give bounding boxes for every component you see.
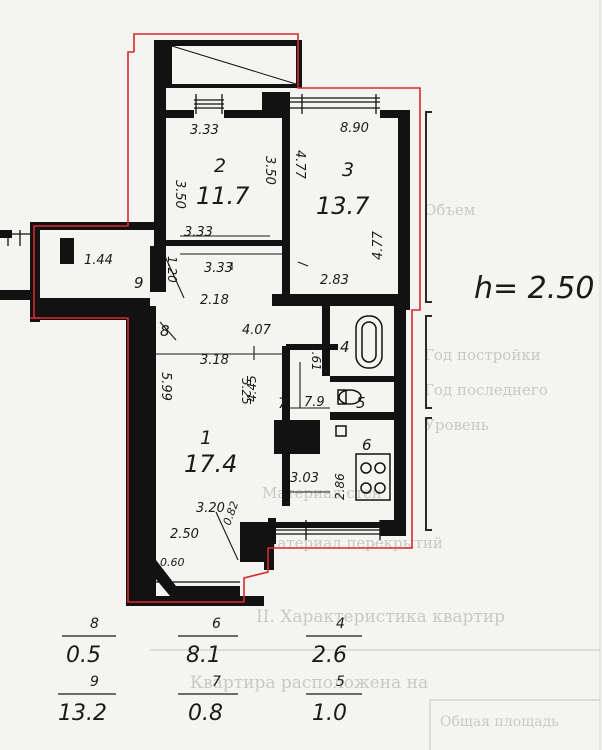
dimension-label: 0.60 (160, 556, 185, 569)
legend-room-area: 1.0 (312, 701, 347, 726)
dimension-label: 3.50 (262, 156, 277, 185)
legend-item: 5 1.0 (306, 674, 362, 726)
bg-text-year-last: Год последнего (424, 381, 548, 399)
background-form: Объем Год постройки Год последнего Урове… (150, 0, 601, 750)
legend-room-number: 7 (212, 674, 221, 690)
bg-text-objem: Объем (424, 201, 476, 219)
dimension-label: 3.20 (196, 501, 225, 516)
stove-burner-icon (374, 482, 386, 494)
room-number: 5 (356, 394, 366, 412)
room-number: 6 (362, 436, 372, 454)
toilet-icon (338, 389, 362, 405)
legend-room-area: 0.5 (66, 643, 101, 668)
stove-burner-icon (360, 482, 372, 494)
windows (0, 45, 381, 590)
dimension-label: 3.33 (190, 123, 219, 138)
legend-room-number: 8 (90, 616, 99, 632)
dimension-label: 3.18 (200, 353, 229, 368)
room-number: 4 (340, 338, 350, 356)
stove-burner-icon (360, 462, 372, 474)
legend-room-number: 9 (90, 674, 99, 690)
bathtub-icon (355, 315, 383, 369)
dimension-label: 8.90 (340, 121, 369, 136)
area-legend: 8 0.5 6 8.1 4 2.6 9 13.2 7 0.8 5 1.0 (58, 616, 362, 726)
bg-text-location: Квартира расположена на (190, 673, 428, 693)
legend-item: 8 0.5 (62, 616, 116, 668)
room-number: 7 (278, 396, 287, 412)
bg-text-walls: Материал стен (262, 484, 382, 502)
dimension-label: 4.77 (292, 150, 307, 180)
room-number: 9 (134, 274, 144, 292)
legend-room-number: 6 (212, 616, 221, 632)
dimension-label: 1.61 (309, 344, 323, 371)
legend-item: 7 0.8 (178, 674, 238, 726)
dimension-label: 1.44 (84, 253, 113, 268)
legend-room-area: 0.8 (188, 701, 223, 726)
room-number: 8 (160, 322, 170, 340)
dimension-label: 1.20 (165, 256, 179, 283)
dimension-label: 3.50 (172, 180, 187, 209)
dimension-label: 3.33 (204, 261, 233, 276)
dimension-label: 5.25 (239, 378, 253, 405)
legend-room-number: 5 (336, 674, 345, 690)
bathtub-inner-icon (361, 321, 377, 363)
sink-icon (335, 425, 347, 437)
dimension-label: 7.9 (304, 395, 325, 410)
form-brackets (425, 111, 432, 531)
room-labels: 2 11.7 3 13.7 1 17.4 4 5 6 7 8 9 (134, 155, 372, 478)
dimension-label: 2.18 (200, 293, 229, 308)
legend-item: 6 8.1 (178, 616, 238, 668)
room-area: 13.7 (316, 192, 370, 220)
bg-text-total-area: Общая площадь (440, 714, 559, 730)
ceiling-height-note: h= 2.50 (474, 271, 594, 306)
room-number: 2 (214, 155, 226, 177)
dimension-label: 3.33 (184, 225, 213, 240)
dimension-label: 2.86 (333, 473, 347, 500)
room-number: 3 (342, 159, 354, 181)
room-area: 11.7 (196, 182, 250, 210)
dimension-label: 4.07 (242, 323, 272, 338)
bg-text-level: Уровень (424, 416, 489, 434)
apartment-outline (33, 33, 421, 603)
room-number: 1 (200, 427, 212, 449)
legend-room-area: 13.2 (58, 701, 107, 726)
dimension-label: 4.77 (371, 230, 386, 260)
legend-room-area: 8.1 (186, 643, 221, 668)
toilet-tank-icon (337, 389, 347, 405)
fixtures (335, 315, 391, 501)
dimension-label: 2.50 (170, 527, 199, 542)
legend-item: 4 2.6 (306, 616, 362, 668)
dimension-label: 4.45 (245, 375, 259, 402)
walls (0, 40, 410, 606)
dimension-lines (156, 235, 330, 561)
bg-text-section-title: II. Характеристика квартир (256, 607, 505, 627)
dimension-label: 3.03 (290, 471, 319, 486)
stove-burner-icon (374, 462, 386, 474)
stove-icon (355, 453, 391, 501)
dimension-label: 5.99 (158, 372, 173, 401)
legend-room-number: 4 (336, 616, 345, 632)
dimension-label: 2.83 (320, 273, 349, 288)
legend-item: 9 13.2 (58, 674, 116, 726)
room-area: 17.4 (184, 450, 237, 478)
bg-text-floors: Материал перекрытий (262, 534, 443, 552)
bg-text-year: Год постройки (424, 346, 541, 364)
legend-room-area: 2.6 (312, 643, 347, 668)
